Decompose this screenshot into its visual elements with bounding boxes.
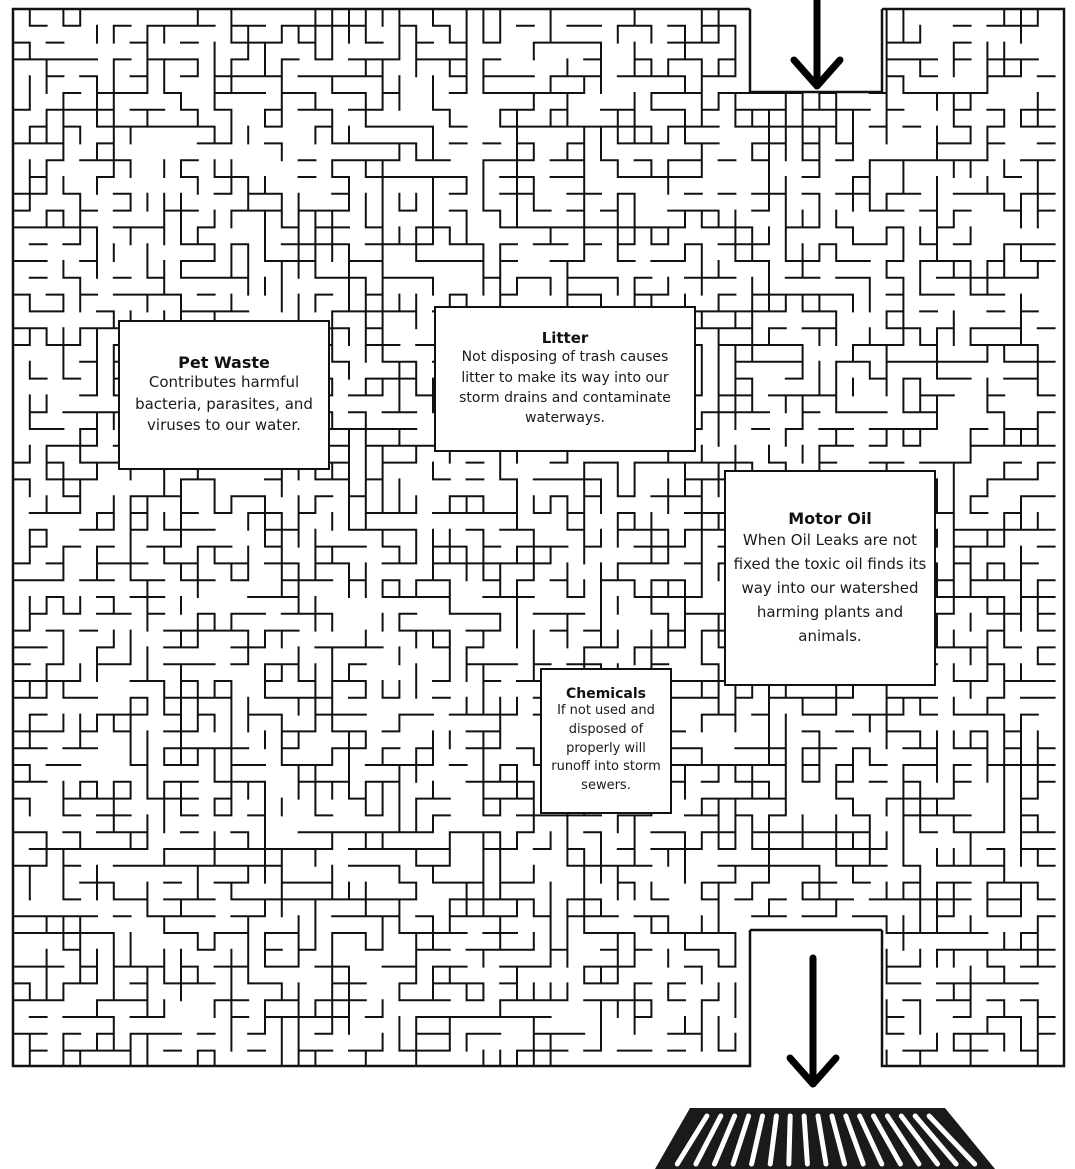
grate-slot [884,1113,922,1167]
pet-waste-title: Pet Waste [178,352,270,372]
litter-title: Litter [541,329,589,348]
chemicals-box: Chemicals If not used and disposed of pr… [540,668,672,814]
grate-slot [843,1113,866,1167]
grate-slot [693,1113,724,1167]
grate-slot [898,1113,940,1167]
grate-slot [767,1113,779,1167]
chemicals-text: If not used and disposed of properly wil… [551,702,661,794]
chemicals-title: Chemicals [565,685,646,702]
motor-oil-title: Motor Oil [788,508,872,528]
grate-slot [749,1113,765,1167]
grate-slot [674,1113,710,1167]
grate-slot [912,1113,959,1167]
pet-waste-box: Pet Waste Contributes harmful bacteria, … [118,320,330,470]
litter-text: Not disposing of trash causes litter to … [459,349,671,427]
litter-box: Litter Not disposing of trash causes lit… [434,306,696,452]
grate-slot [712,1113,738,1167]
maze-wall-segments [12,8,1056,1067]
maze-walls [12,8,1056,1067]
pet-waste-text: Contributes harmful bacteria, parasites,… [135,372,313,435]
arrow-down-icon [786,954,840,1088]
storm-drain-grate-icon [655,1108,995,1169]
motor-oil-text: When Oil Leaks are not fixed the toxic o… [733,530,927,645]
motor-oil-box: Motor Oil When Oil Leaks are not fixed t… [724,470,936,686]
grate-slot [857,1113,885,1167]
maze-border [11,7,1066,1068]
grate-slot [801,1113,810,1167]
grate-slot [829,1113,848,1167]
grate-slot [815,1113,829,1167]
grate-slot [926,1113,978,1167]
grate-slot [871,1113,903,1167]
grate-slot [786,1113,793,1167]
arrow-down-icon [790,0,844,90]
grate-slot [730,1113,752,1167]
